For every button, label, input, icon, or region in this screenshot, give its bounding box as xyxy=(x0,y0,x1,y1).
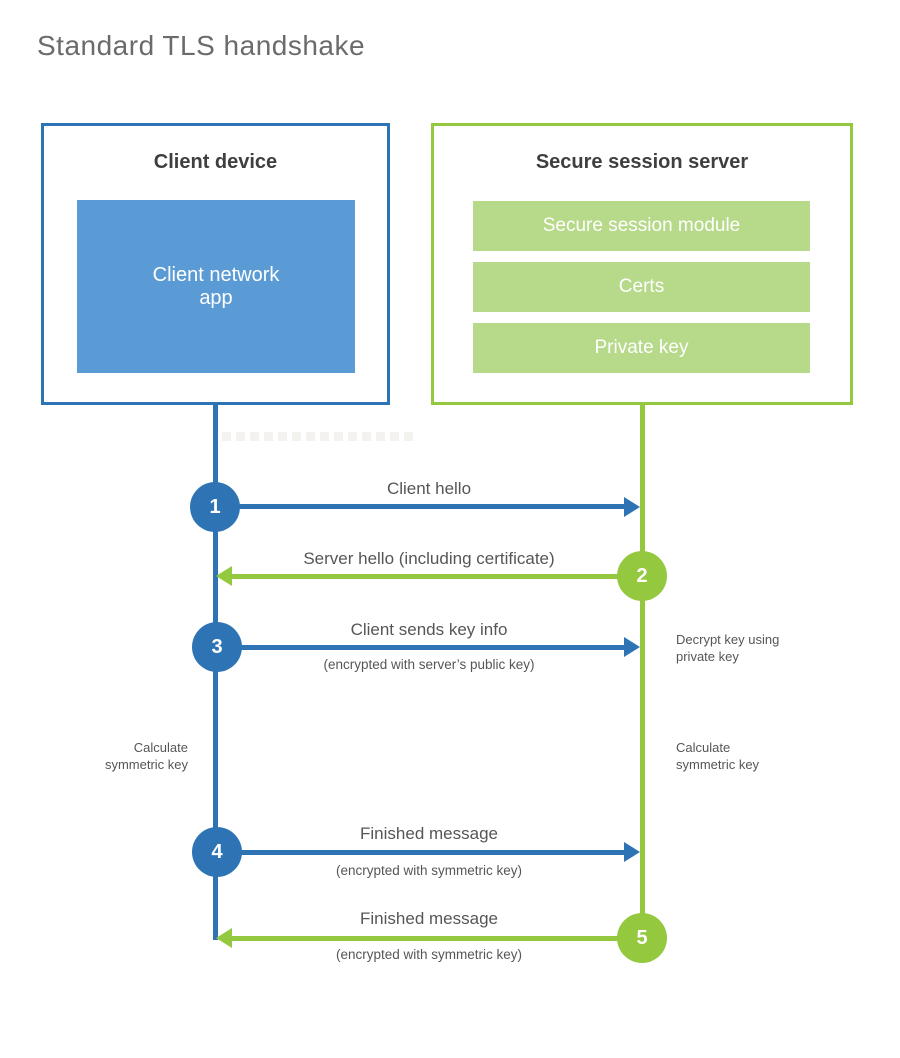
faint-dashed-line xyxy=(222,432,414,441)
secure-session-server-title: Secure session server xyxy=(535,151,749,173)
step3-sublabel: (encrypted with server’s public key) xyxy=(323,657,535,672)
arrow-line-step4 xyxy=(215,850,626,855)
step4-sublabel: (encrypted with symmetric key) xyxy=(335,863,523,878)
step1-label: Client hello xyxy=(386,479,472,498)
step5-badge: 5 xyxy=(617,913,667,963)
client-network-app-block: Client network app xyxy=(77,200,355,373)
note-calc-symmetric-client: Calculate symmetric key xyxy=(104,740,188,772)
server-lifeline xyxy=(640,405,645,938)
client-device-box: Client device Client network app xyxy=(41,123,390,405)
server-module-secure-session: Secure session module xyxy=(473,201,810,251)
step5-label: Finished message xyxy=(360,909,498,928)
arrowhead-right-icon xyxy=(624,497,640,517)
step3-badge: 3 xyxy=(192,622,242,672)
step5-sublabel: (encrypted with symmetric key) xyxy=(335,947,523,962)
arrowhead-right-icon xyxy=(624,842,640,862)
note-decrypt-key: Decrypt key using private key xyxy=(676,632,780,664)
secure-session-server-box: Secure session server Secure session mod… xyxy=(431,123,853,405)
step1-badge: 1 xyxy=(190,482,240,532)
arrow-line-step3 xyxy=(215,645,626,650)
arrowhead-left-icon xyxy=(216,566,232,586)
arrow-line-step5 xyxy=(231,936,642,941)
note-calc-symmetric-server: Calculate symmetric key xyxy=(676,740,760,772)
server-module-private-key: Private key xyxy=(473,323,810,373)
step2-badge: 2 xyxy=(617,551,667,601)
client-lifeline xyxy=(213,405,218,940)
arrow-line-step2 xyxy=(231,574,642,579)
step4-badge: 4 xyxy=(192,827,242,877)
client-device-title: Client device xyxy=(153,151,278,173)
arrowhead-right-icon xyxy=(624,637,640,657)
arrow-line-step1 xyxy=(215,504,626,509)
arrowhead-left-icon xyxy=(216,928,232,948)
step3-label: Client sends key info xyxy=(350,620,508,639)
step4-label: Finished message xyxy=(360,824,498,843)
page-title: Standard TLS handshake xyxy=(37,30,366,61)
step2-label: Server hello (including certificate) xyxy=(303,549,555,568)
server-module-certs: Certs xyxy=(473,262,810,312)
